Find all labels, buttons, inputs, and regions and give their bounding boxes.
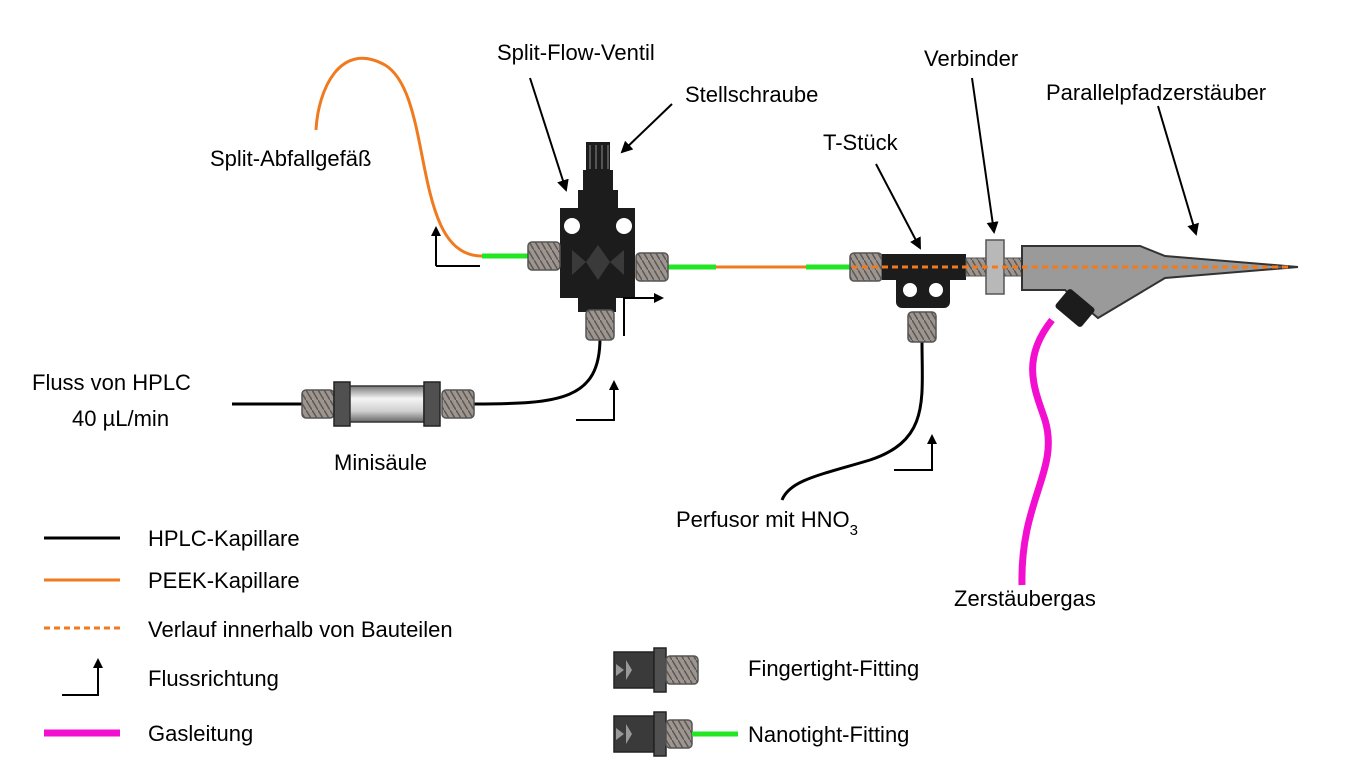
valve-fitting-left	[527, 241, 561, 271]
pointer-split-flow-ventil	[529, 77, 569, 192]
label-split-flow-ventil: Split-Flow-Ventil	[497, 40, 655, 65]
label-verbinder: Verbinder	[924, 46, 1018, 71]
column-to-valve-capillary	[473, 337, 602, 406]
pointer-parallelpfad	[1157, 105, 1199, 236]
legend-fingertight-label: Fingertight-Fitting	[748, 656, 919, 681]
label-parallelpfad: Parallelpfadzerstäuber	[1046, 80, 1266, 105]
pointer-t-stueck	[875, 163, 921, 250]
label-stellschraube: Stellschraube	[685, 82, 818, 107]
parallel-path-nebulizer	[1021, 245, 1299, 327]
flow-arrow-waste	[436, 228, 480, 267]
valve-fitting-right	[635, 252, 669, 282]
valve-fitting-bottom	[585, 309, 615, 341]
label-split-abfall: Split-Abfallgefäß	[210, 146, 371, 171]
legend-flow-label: Flussrichtung	[148, 666, 279, 691]
legend-peek-label: PEEK-Kapillare	[148, 568, 300, 593]
split-flow-valve	[560, 142, 635, 312]
legend-internal-label: Verlauf innerhalb von Bauteilen	[148, 617, 453, 642]
legend-fingertight-swatch	[613, 647, 699, 693]
flow-arrow-valve-out	[623, 293, 664, 336]
mini-column	[301, 381, 475, 427]
label-t-stueck: T-Stück	[823, 130, 899, 155]
label-fluss-line1: Fluss von HPLC	[32, 370, 191, 395]
label-fluss-line2: 40 µL/min	[72, 406, 169, 431]
legend-nanotight-swatch	[613, 711, 738, 757]
perfusor-capillary	[780, 341, 924, 501]
legend: HPLC-Kapillare PEEK-Kapillare Verlauf in…	[44, 526, 919, 757]
flow-arrow-perfusor	[894, 434, 937, 471]
label-perfusor: Perfusor mit HNO3	[676, 507, 858, 539]
label-minisaeule: Minisäule	[334, 450, 427, 475]
pointer-stellschraube	[620, 103, 673, 154]
gas-line	[1018, 317, 1055, 586]
pointer-verbinder	[971, 77, 999, 234]
label-zerstaeubergas: Zerstäubergas	[954, 586, 1096, 611]
legend-flow-swatch	[62, 658, 103, 696]
legend-gas-label: Gasleitung	[148, 721, 253, 746]
legend-nanotight-label: Nanotight-Fitting	[748, 722, 909, 747]
legend-hplc-label: HPLC-Kapillare	[148, 526, 300, 551]
flow-arrow-column	[576, 380, 619, 421]
